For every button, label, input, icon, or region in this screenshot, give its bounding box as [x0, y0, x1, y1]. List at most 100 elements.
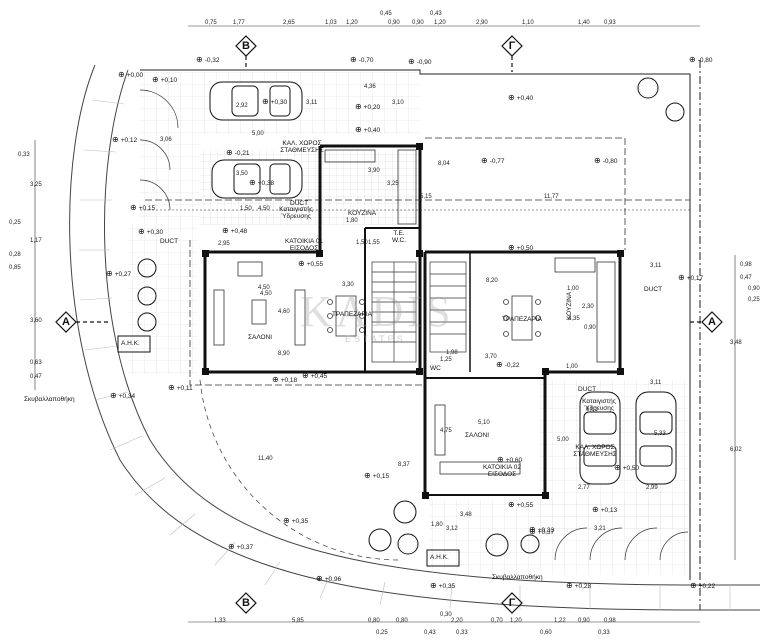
car-icon	[209, 81, 303, 121]
room-heater-2: Καταιγιστής Ύδρευσης	[582, 398, 616, 413]
interior_dims-5: 3,06	[160, 137, 172, 143]
room-ahk-1: Α.Η.Κ.	[121, 340, 140, 347]
levels-32: +0,37	[529, 528, 554, 537]
levels-16: +0,50	[508, 244, 533, 253]
left_dims-8: 0,47	[30, 374, 42, 380]
interior_dims-45: 3,12	[446, 526, 458, 532]
interior_dims-27: 0,90	[584, 325, 596, 331]
room-entrance-1: ΚΑΤΟΙΚΙΑ 01 ΕΙΣΟΔΟΣ	[284, 238, 324, 253]
bottom_dims-6: 1,20	[510, 618, 522, 624]
kitchen-counter-icon	[324, 149, 417, 225]
left_dims-2: 0,25	[9, 220, 21, 226]
bottom_dims-5: 0,70	[491, 618, 503, 624]
interior_dims-23: 8,20	[486, 278, 498, 284]
room-wc-2: WC	[430, 365, 441, 372]
levels-27: +0,15	[364, 472, 389, 481]
right_dims-1: 0,47	[740, 275, 752, 281]
levels-28: +0,55	[508, 501, 533, 510]
levels-30: +0,35	[283, 517, 308, 526]
room-parking-right: ΚΑΛ. ΧΩΡΟΣ ΣΤΑΘΜΕΥΣΗΣ	[573, 444, 617, 459]
left_dims-4: 0,28	[9, 252, 21, 258]
left_dims-0: 0,33	[18, 152, 30, 158]
room-bin-1: Σκυβαλλαποθήκη	[24, 396, 75, 403]
tree-icon	[137, 77, 685, 557]
levels-3: -0,70	[350, 56, 374, 65]
interior_dims-22: 8,90	[278, 351, 290, 357]
interior_dims-24: 1,00	[567, 286, 579, 292]
room-wc-1: Τ.Ε. W.C.	[391, 230, 407, 245]
interior_dims-17: 2,95	[218, 241, 230, 247]
left_dims-5: 0,85	[9, 265, 21, 271]
interior_dims-0: 2,92	[236, 103, 248, 109]
interior_dims-33: 3,11	[650, 380, 662, 386]
interior_dims-44: 1,80	[431, 522, 443, 528]
interior_dims-42: 8,37	[398, 462, 410, 468]
section-label-a-left: Α	[62, 316, 70, 328]
room-living-right: ΣΑΛΟΝΙ	[465, 432, 490, 439]
levels-15: +0,55	[298, 260, 323, 269]
watermark-sub: ESTATES	[345, 334, 406, 344]
levels-33: +0,35	[430, 582, 455, 591]
interior_dims-21: 4,50	[260, 291, 272, 297]
levels-2: -0,32	[196, 56, 220, 65]
levels-24: +0,60	[497, 456, 522, 465]
interior_dims-40: 2,99	[646, 485, 658, 491]
interior_dims-26: 4,35	[568, 316, 580, 322]
room-duct-1: DUCT	[290, 200, 309, 207]
curved-pavement	[69, 64, 760, 611]
interior_dims-13: 1,50	[240, 206, 252, 212]
levels-22: +0,34	[110, 392, 135, 401]
levels-19: +0,11	[168, 384, 193, 393]
levels-13: +0,48	[222, 227, 247, 236]
columns	[202, 143, 624, 499]
levels-7: +0,20	[355, 103, 380, 112]
levels-29: +0,13	[592, 506, 617, 515]
left_dims-3: 1,17	[30, 238, 42, 244]
room-duct-2: DUCT	[160, 238, 179, 245]
interior_dims-35: 5,10	[478, 420, 490, 426]
left_dims-1: 3,25	[30, 182, 42, 188]
bottom_dims-9: 0,98	[604, 618, 616, 624]
interior_dims-37: 5,00	[557, 437, 569, 443]
section-label-g-bottom: Γ	[508, 597, 516, 609]
bottom_dims_lower-4: 0,60	[540, 630, 552, 636]
levels-0: +0,00	[118, 71, 143, 80]
left_dims-6: 3,60	[30, 318, 42, 324]
right_dims-0: 0,98	[740, 262, 752, 268]
section-marker	[55, 35, 723, 614]
levels-12: +0,15	[130, 204, 155, 213]
dining-table-icon	[503, 295, 541, 341]
levels-38: -0,80	[594, 157, 618, 166]
levels-11: +0,38	[249, 179, 274, 188]
sofa-icon	[213, 261, 306, 346]
interior_dims-7: 3,90	[368, 168, 380, 174]
interior_dims-19: 4,60	[278, 309, 290, 315]
interior_dims-12: 4,50	[258, 206, 270, 212]
top_dims-5: 0,90	[388, 20, 400, 26]
room-parking-left: ΚΑΛ. ΧΩΡΟΣ ΣΤΑΘΜΕΥΣΗΣ	[280, 140, 324, 155]
right_dims-2: 0,90	[748, 286, 760, 292]
levels-21: +0,45	[302, 372, 327, 381]
interior_dims-30: 1,25	[440, 357, 452, 363]
interior_dims-9: 5,15	[420, 194, 432, 200]
interior_dims-46: 3,21	[594, 526, 606, 532]
bottom_dims-3: 0,80	[396, 618, 408, 624]
interior_dims-28: 3,70	[485, 354, 497, 360]
bottom_dims_lower-2: 0,30	[440, 612, 452, 618]
top_dims-10: 1,40	[578, 20, 590, 26]
interior_dims-31: 3,11	[650, 263, 662, 269]
room-entrance-2: ΚΑΤΟΙΚΙΑ 02 ΕΙΣΟΔΟΣ	[482, 464, 522, 479]
car-icon	[635, 391, 677, 485]
levels-20: +0,18	[272, 376, 297, 385]
levels-6: +0,30	[262, 98, 287, 107]
interior_dims-20: 3,30	[342, 282, 354, 288]
room-kitchen-left: ΚΟΥΖΙΝΑ	[348, 210, 377, 217]
top_dims_upper-0: 0,45	[380, 11, 392, 17]
interior_dims-32: 1,00	[566, 364, 578, 370]
top_dims-7: 1,20	[434, 20, 446, 26]
top_dims-4: 1,20	[346, 20, 358, 26]
levels-1: +0,10	[152, 76, 177, 85]
interior_dims-18: 4,50	[258, 285, 270, 291]
